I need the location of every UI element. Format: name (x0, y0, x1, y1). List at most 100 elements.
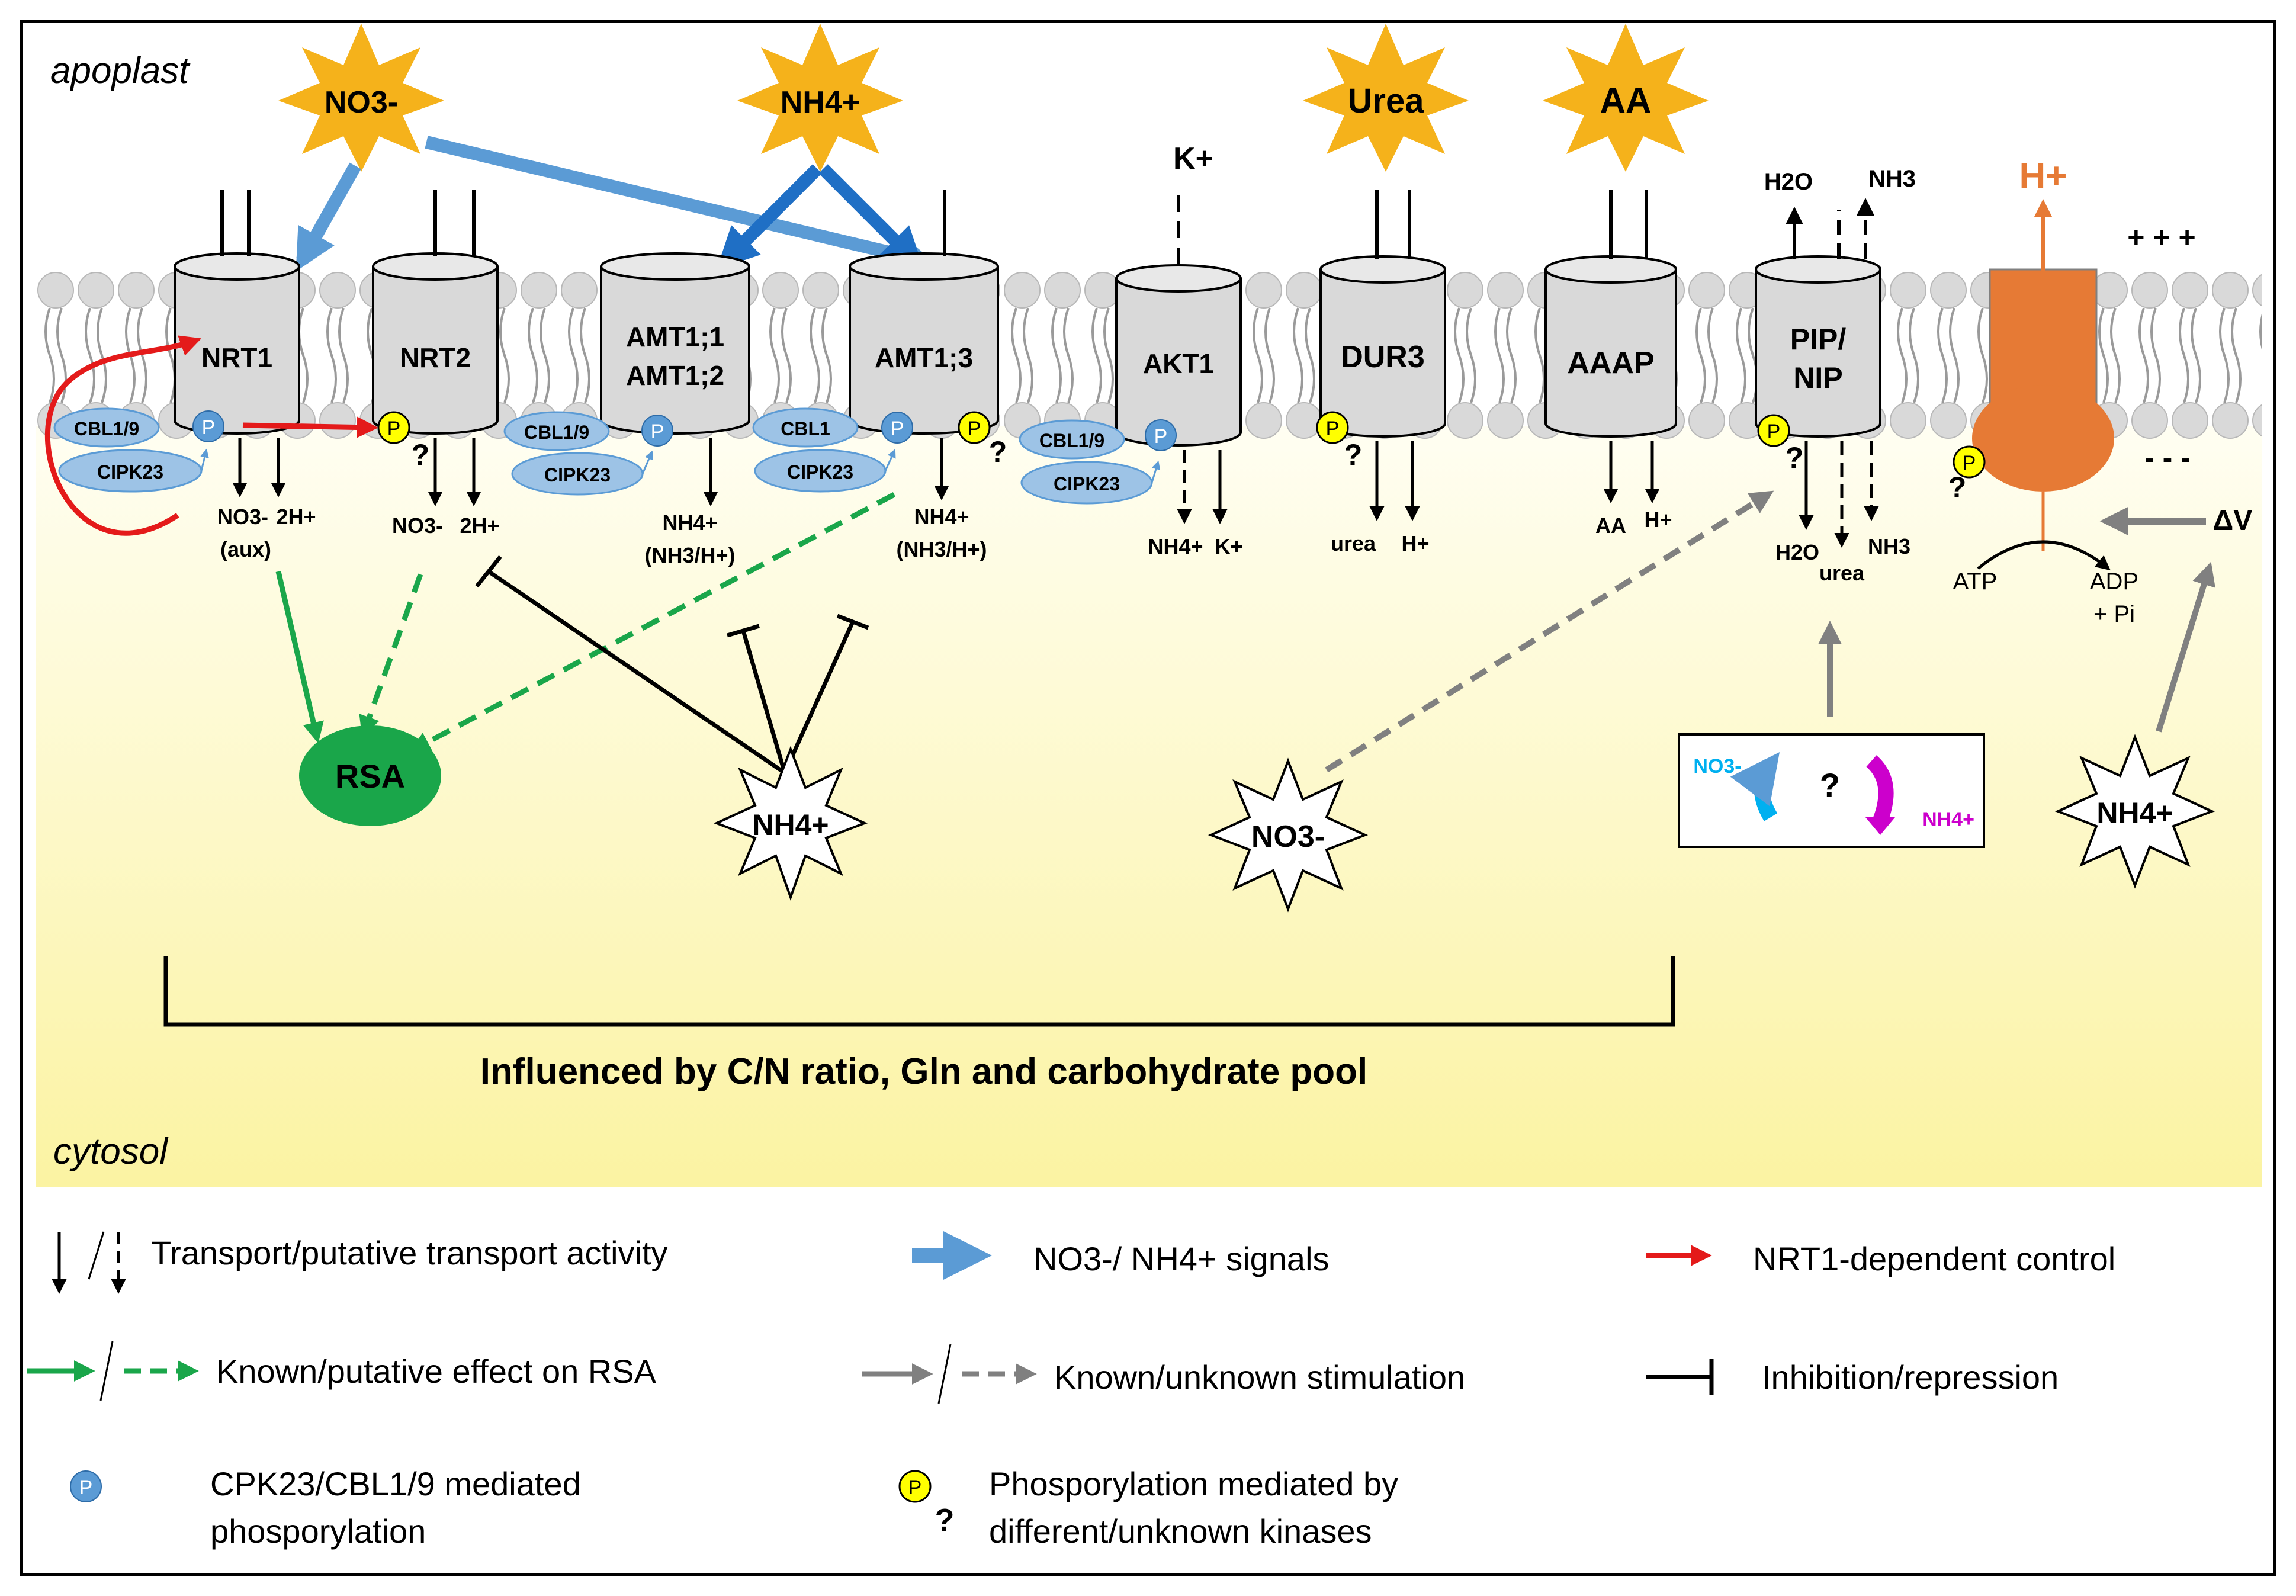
svg-text:Known/putative effect on RSA: Known/putative effect on RSA (216, 1353, 657, 1390)
no3-signal-arrow-amt13 (425, 136, 936, 274)
grey-arrow-nh4-dv (2156, 561, 2215, 733)
nh4-signal-arrow-amt13 (818, 164, 924, 269)
svg-text:urea: urea (1819, 561, 1865, 585)
cytosol-label: cytosol (53, 1131, 169, 1172)
p-blue-amt1: P (641, 415, 673, 447)
rsa-node: RSA (299, 725, 441, 826)
svg-text:CPK23/CBL1/9 mediated: CPK23/CBL1/9 mediated (210, 1465, 581, 1502)
amt1-transporter: AMT1;1 AMT1;2 (600, 252, 750, 435)
svg-text:P: P (1326, 418, 1340, 440)
svg-text:NH4+: NH4+ (1148, 534, 1203, 558)
svg-text:NH4+: NH4+ (914, 505, 969, 529)
svg-text:ADP: ADP (2090, 569, 2138, 595)
svg-text:NRT1-dependent control: NRT1-dependent control (1753, 1240, 2115, 1277)
akt1-transporter: K+ AKT1 (1115, 142, 1242, 447)
svg-text:Transport/putative transport a: Transport/putative transport activity (151, 1234, 668, 1271)
aaap-transporter: AAAP (1544, 190, 1677, 438)
no3-signal-arrow-nrt1 (296, 162, 361, 272)
svg-text:NRT1: NRT1 (201, 342, 272, 373)
svg-text:AMT1;3: AMT1;3 (875, 342, 973, 373)
svg-text:NH4+: NH4+ (662, 510, 717, 535)
p-yellow-nrt2: P? (377, 411, 430, 471)
svg-text:P: P (79, 1476, 93, 1499)
svg-text:NO3-/ NH4+ signals: NO3-/ NH4+ signals (1033, 1240, 1330, 1277)
p-yellow-pip: P? (1757, 414, 1804, 474)
svg-text:phosporylation: phosporylation (210, 1512, 426, 1550)
svg-text:AMT1;1: AMT1;1 (626, 322, 724, 352)
svg-text:P: P (202, 416, 216, 439)
aa-starburst: AA (1543, 24, 1709, 172)
svg-text:Urea: Urea (1348, 82, 1425, 120)
no3-nh4-box: NO3- ? NH4+ (1678, 621, 1985, 848)
dur3-products: urea H+ (1331, 441, 1430, 555)
svg-text:ATP: ATP (1953, 569, 1998, 595)
plus-signs: + + + (2127, 221, 2195, 254)
svg-text:NH4+: NH4+ (781, 85, 860, 120)
nh4-inhibition-lines (475, 555, 869, 775)
nh4-right-starburst: NH4+ (2054, 734, 2215, 889)
svg-text:ΔV: ΔV (2213, 505, 2253, 537)
svg-text:H2O: H2O (1775, 540, 1819, 564)
svg-text:NO3-: NO3- (392, 513, 443, 538)
svg-text:NH3: NH3 (1868, 166, 1916, 192)
svg-text:DUR3: DUR3 (1341, 340, 1425, 374)
svg-text:?: ? (412, 438, 430, 471)
p-blue-amt13: P (881, 412, 913, 444)
svg-text:NO3-: NO3- (1693, 755, 1741, 778)
svg-text:NH4+: NH4+ (1922, 808, 1974, 831)
svg-text:2H+: 2H+ (276, 505, 316, 529)
h-pump: H+ + + + - - - ATP ADP + Pi ΔV (1953, 156, 2253, 627)
svg-text:?: ? (1948, 471, 1967, 504)
green-arrow-nrt1-rsa (275, 570, 324, 744)
p-yellow-amt13: P? (958, 411, 1007, 468)
nrt1-red-loop-arrow (44, 335, 202, 536)
svg-text:CIPK23: CIPK23 (787, 461, 853, 483)
svg-text:P: P (387, 418, 401, 440)
svg-text:H+: H+ (1644, 508, 1672, 532)
svg-text:Phosporylation mediated by: Phosporylation mediated by (989, 1465, 1398, 1502)
nrt2-transporter: NRT2 (372, 190, 499, 435)
svg-text:AMT1;2: AMT1;2 (626, 360, 724, 391)
svg-text:NO3-: NO3- (217, 505, 268, 529)
svg-text:different/unknown kinases: different/unknown kinases (989, 1512, 1372, 1550)
svg-text:AKT1: AKT1 (1143, 348, 1214, 379)
pip-products: H2O urea NH3 (1775, 441, 1910, 585)
svg-text:CIPK23: CIPK23 (544, 464, 611, 486)
grey-dashed-arrow-no3-pip (1325, 490, 1774, 773)
kinase-complex-amt1: CBL1/9 CIPK23 (503, 411, 653, 496)
svg-text:?: ? (1344, 438, 1363, 471)
legend: Transport/putative transport activity NO… (27, 1231, 2115, 1550)
p-blue-nrt1: P (192, 410, 224, 442)
svg-text:Inhibition/repression: Inhibition/repression (1762, 1359, 2059, 1396)
svg-text:PIP/: PIP/ (1790, 323, 1847, 356)
svg-text:(NH3/H+): (NH3/H+) (644, 543, 735, 567)
svg-text:NH3: NH3 (1868, 534, 1910, 558)
svg-text:P: P (908, 1476, 922, 1499)
svg-text:P: P (891, 418, 904, 440)
amt1-products: NH4+ (NH3/H+) (644, 438, 736, 567)
svg-text:NIP: NIP (1793, 361, 1842, 394)
nh4-starburst: NH4+ (737, 24, 903, 172)
svg-text:AA: AA (1600, 81, 1652, 120)
svg-text:?: ? (935, 1502, 955, 1538)
p-yellow-dur3: P? (1316, 411, 1363, 471)
green-dashed-arrow-amt13-rsa (409, 492, 896, 753)
svg-text:H2O: H2O (1764, 169, 1813, 195)
p-yellow-pump: P? (1948, 445, 1986, 504)
svg-text:K+: K+ (1215, 534, 1242, 558)
nrt2-products: NO3- 2H+ (392, 438, 500, 538)
svg-text:+ Pi: + Pi (2093, 601, 2135, 627)
minus-signs: - - - (2144, 441, 2191, 474)
svg-text:NO3-: NO3- (325, 85, 398, 120)
nrt1-transporter: NRT1 (174, 190, 300, 435)
svg-text:P: P (651, 420, 664, 443)
influence-bracket: Influenced by C/N ratio, Gln and carbohy… (163, 956, 1675, 1092)
h-plus-label: H+ (2019, 156, 2067, 197)
svg-text:urea: urea (1331, 531, 1376, 555)
aaap-products: AA H+ (1595, 441, 1672, 538)
svg-text:AA: AA (1595, 513, 1626, 538)
svg-text:NO3-: NO3- (1251, 820, 1325, 854)
svg-text:?: ? (1786, 441, 1804, 474)
kinase-complex-akt1: CBL1/9 CIPK23 (1019, 419, 1161, 505)
nrt1-red-arrow-nrt2 (242, 416, 378, 438)
